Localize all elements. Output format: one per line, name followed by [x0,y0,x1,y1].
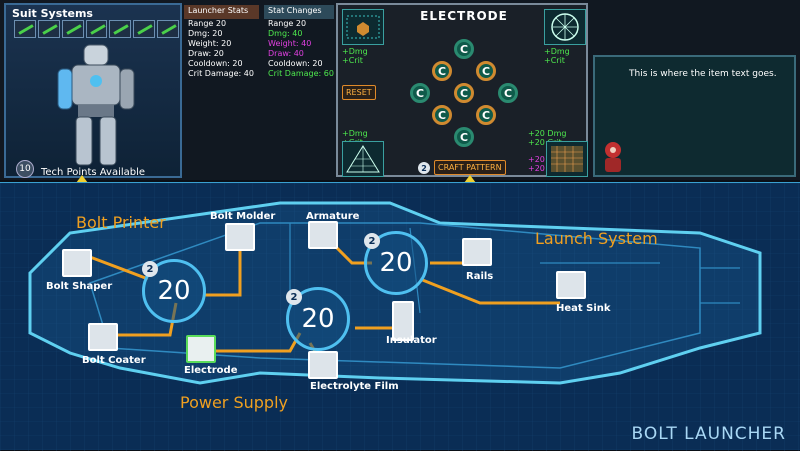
crystal-node[interactable]: C [410,83,430,103]
tech-points-label: Tech Points Available [41,167,146,178]
electrode-title: ELECTRODE [420,9,508,23]
suit-slot[interactable] [37,20,60,38]
stat-line: Cooldown: 20 [268,59,323,68]
craft-count-badge: 2 [418,162,430,174]
stat-line: Weight: 20 [188,39,232,48]
stat-line: Cooldown: 20 [188,59,243,68]
component-label: Bolt Molder [210,211,276,222]
modifier-text: +Dmg [342,47,368,56]
modifier-text: +20 [528,155,545,164]
electrolyte-film-icon[interactable] [308,351,338,379]
modifier-text: +Crit [342,56,363,65]
tech-node-badge: 2 [364,233,380,249]
modifier-text: +Dmg [342,129,368,138]
section-launch-system: Launch System [535,229,658,248]
tech-node-badge: 2 [142,261,158,277]
suit-systems-title: Suit Systems [12,7,93,20]
crystal-node[interactable]: C [454,39,474,59]
bolt-coater-icon[interactable] [88,323,118,351]
component-label: Armature [306,211,360,222]
stat-line-changed: Weight: 40 [268,39,312,48]
component-label: Bolt Coater [82,355,146,366]
modifier-top-left: +Dmg +Crit [342,47,368,65]
craft-pattern-button[interactable]: CRAFT PATTERN [434,160,506,175]
modifier-text: +Crit [544,56,565,65]
triangle-pattern-icon [346,145,380,173]
launcher-stats-panel: Launcher Stats Range 20 Dmg: 20 Weight: … [184,5,259,79]
modifier-bottom-right: +20 Dmg +20 Crit [528,129,566,147]
tech-points-badge: 10 [16,160,34,178]
stat-line: Range 20 [268,19,307,28]
stat-changes-header: Stat Changes [264,5,334,19]
reset-button[interactable]: RESET [342,85,376,100]
sphere-pattern-icon [551,13,579,41]
crystal-node[interactable]: C [476,61,496,81]
suit-slot[interactable] [85,20,108,38]
hex-pattern-icon [346,15,380,39]
grid-pattern-icon [551,146,583,172]
component-label: Heat Sink [556,303,611,314]
stat-line-increase: Crit Damage: 60 [268,69,334,78]
stat-line-increase: Dmg: 40 [268,29,303,38]
crystal-node[interactable]: C [454,127,474,147]
pattern-slot-bottom-left[interactable] [342,141,384,177]
component-label: Insulator [386,335,437,346]
insulator-icon[interactable] [392,301,414,341]
suit-slot[interactable] [61,20,84,38]
robot-suit-icon [57,44,135,166]
component-label: Electrolyte Film [310,381,399,392]
electrode-icon[interactable] [186,335,216,363]
section-power-supply: Power Supply [180,393,288,412]
selection-marker-icon [76,175,88,183]
character-portrait-icon [600,140,626,174]
suit-slot[interactable] [14,20,36,38]
modifier-text: +20 [528,164,545,173]
blueprint-panel: Bolt Printer Launch System Power Supply … [0,182,800,451]
modifier-text: +Dmg [544,47,570,56]
heat-sink-icon[interactable] [556,271,586,299]
selection-marker-icon [464,175,476,183]
bolt-shaper-icon[interactable] [62,249,92,277]
suit-slot[interactable] [157,20,180,38]
tech-node-badge: 2 [286,289,302,305]
stat-line: Dmg: 20 [188,29,223,38]
electrode-crafting-panel: ELECTRODE +Dmg +Crit +Dmg +Crit RESET +D… [336,3,588,177]
blueprint-title: BOLT LAUNCHER [631,424,786,444]
crystal-node[interactable]: C [454,83,474,103]
stat-line-changed: Draw: 40 [268,49,304,58]
stat-line: Crit Damage: 40 [188,69,254,78]
launcher-stats-header: Launcher Stats [184,5,259,19]
suit-slot-row [14,20,180,40]
crystal-node[interactable]: C [498,83,518,103]
hud-top: Suit Systems 10 Tech Points Available La… [0,0,800,183]
section-bolt-printer: Bolt Printer [76,213,166,232]
pattern-slot-top-left[interactable] [342,9,384,45]
crystal-node[interactable]: C [432,61,452,81]
modifier-top-right: +Dmg +Crit [544,47,570,65]
stat-changes-panel: Stat Changes Range 20 Dmg: 40 Weight: 40… [264,5,334,79]
component-label: Electrode [184,365,238,376]
suit-slot[interactable] [109,20,132,38]
component-label: Bolt Shaper [46,281,113,292]
crystal-node[interactable]: C [476,105,496,125]
rails-icon[interactable] [462,238,492,266]
tech-node[interactable]: 20 [364,231,428,295]
stat-line: Draw: 20 [188,49,224,58]
component-label: Rails [466,271,494,282]
modifier-side-right: +20 +20 [528,155,545,173]
bolt-molder-icon[interactable] [225,223,255,251]
item-text-panel: This is where the item text goes. [593,55,796,177]
stat-line: Range 20 [188,19,227,28]
suit-slot[interactable] [133,20,156,38]
suit-systems-panel: Suit Systems 10 Tech Points Available [4,3,182,178]
modifier-text: +20 Dmg [528,129,567,138]
crystal-node[interactable]: C [432,105,452,125]
pattern-slot-bottom-right[interactable] [546,141,588,177]
armature-icon[interactable] [308,221,338,249]
modifier-text: +20 Crit [528,138,562,147]
pattern-slot-top-right[interactable] [544,9,586,45]
item-description: This is where the item text goes. [629,69,777,79]
